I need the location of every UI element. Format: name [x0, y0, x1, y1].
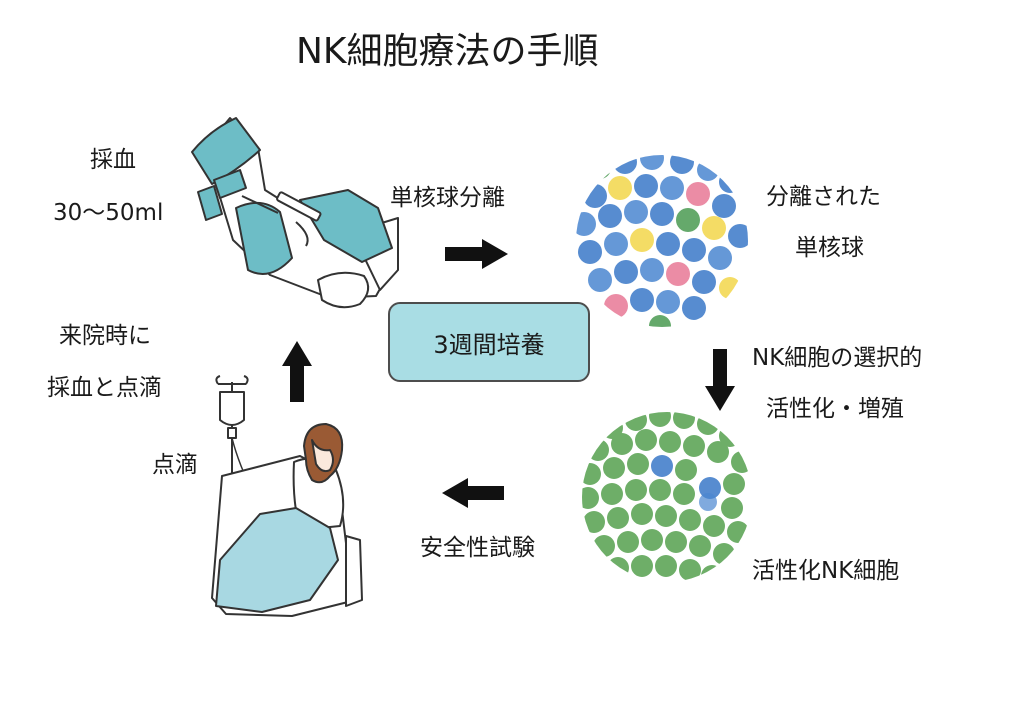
separated-label-line2: 単核球	[795, 235, 864, 261]
syringe-arm-icon	[191, 117, 399, 309]
arrow-left-icon	[442, 478, 504, 508]
visit-label-line1: 来院時に	[59, 323, 151, 349]
blood-draw-label: 採血	[90, 147, 136, 173]
visit-label-line2: 採血と点滴	[47, 375, 162, 401]
mononuclear-cells-icon	[576, 155, 748, 327]
selection-label-line1: NK細胞の選択的	[752, 345, 923, 371]
arrow-right-icon	[445, 239, 508, 269]
separated-label-line1: 分離された	[766, 184, 881, 210]
culture-box: 3週間培養	[388, 302, 590, 382]
activated-nk-label: 活性化NK細胞	[752, 558, 900, 584]
blood-draw-volume: 30〜50ml	[53, 200, 164, 226]
separation-label: 単核球分離	[390, 185, 505, 211]
safety-test-label: 安全性試験	[420, 535, 535, 561]
iv-drip-patient-icon	[211, 375, 363, 617]
page-title: NK細胞療法の手順	[296, 31, 599, 72]
arrow-up-icon	[282, 341, 312, 402]
drip-label: 点滴	[152, 452, 198, 478]
arrow-down-icon	[705, 349, 735, 411]
selection-label-line2: 活性化・増殖	[766, 396, 904, 422]
nk-cells-icon	[582, 412, 752, 582]
